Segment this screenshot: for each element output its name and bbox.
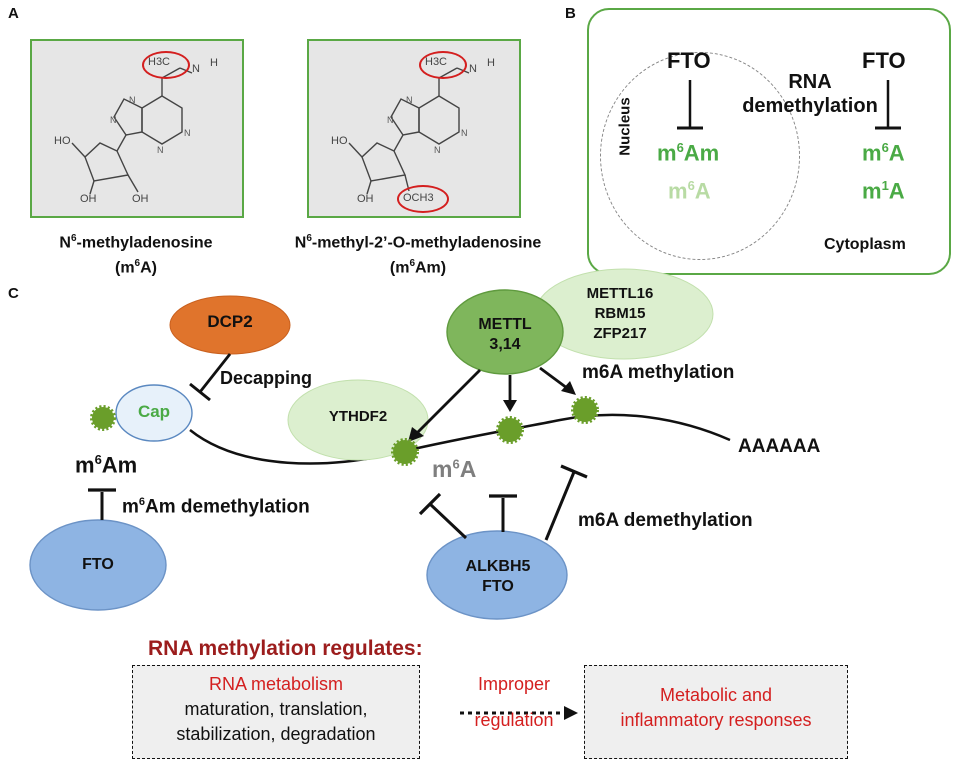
ythdf2-ellipse [287, 379, 429, 461]
amine-h-label: H [487, 57, 495, 69]
m6am-target-nucleus: m6Am [657, 140, 720, 166]
rna-metabolism-line: maturation, translation, [184, 699, 368, 719]
hydroxyl-label: OH [80, 193, 97, 205]
alkbh5-fto-ellipse [426, 530, 568, 620]
m6am-demethylation-label: m6Am demethylation [122, 496, 310, 518]
m6a-target-nucleus: m6A [668, 178, 711, 204]
m6a-mark-label: m6A [432, 456, 477, 482]
svg-text:N: N [157, 145, 164, 155]
summary-heading: RNA methylation regulates: [148, 637, 423, 660]
decapping-label: Decapping [220, 368, 313, 388]
svg-text:N: N [129, 95, 136, 105]
metabolic-responses-line: Metabolic and [659, 685, 773, 705]
hydroxyl-label: HO [54, 135, 71, 147]
metabolic-responses-box: Metabolic and inflammatory responses [584, 665, 848, 759]
metabolic-responses-line: inflammatory responses [620, 710, 812, 730]
m6a-structure-drawing: N N N N [71, 67, 193, 195]
improper-regulation-label: Improper regulation [474, 674, 554, 730]
svg-text:N: N [110, 115, 117, 125]
methyl-highlight-circle [142, 51, 190, 79]
amine-n-label: N [192, 63, 200, 75]
m1a-target-cytoplasm: m1A [862, 178, 905, 204]
fto-cytoplasm-label: FTO [862, 48, 906, 73]
hydroxyl-label: OH [132, 193, 149, 205]
panel-label-c: C [8, 285, 19, 302]
dcp2-label: DCP2 [207, 312, 253, 331]
cytoplasm-label: Cytoplasm [824, 236, 906, 253]
polya-tail-label: AAAAAA [738, 436, 821, 457]
methyl-highlight-circle [419, 51, 467, 79]
m6am-name: N6-methyl-2’-O-methyladenosine (m6Am) [294, 233, 542, 277]
fto-nucleus-label: FTO [667, 48, 711, 73]
svg-text:N: N [461, 128, 468, 138]
panel-label-a: A [8, 5, 19, 22]
m6am-structure-box: N N N N H3C N H HO OH OCH3 [307, 39, 521, 218]
svg-text:N: N [434, 145, 441, 155]
cell-compartment-box [587, 8, 951, 275]
m6a-demethylation-label: m6A demethylation [578, 510, 753, 531]
amine-n-label: N [469, 63, 477, 75]
mettl-ellipse [446, 289, 564, 375]
hydroxyl-label: HO [331, 135, 348, 147]
rna-metabolism-title: RNA metabolism [208, 674, 344, 694]
hydroxyl-label: OH [357, 193, 374, 205]
m6a-structure-box: N N N N H3C N H HO OH OH [30, 39, 244, 218]
nucleus-outline [600, 52, 800, 260]
m6a-name: N6-methyladenosine (m6A) [59, 233, 213, 277]
cap-label: Cap [137, 402, 171, 421]
cap-ellipse [115, 384, 193, 442]
m6a-target-cytoplasm: m6A [862, 140, 905, 166]
m6a-methylation-label: m6A methylation [582, 362, 735, 383]
methoxy-highlight-circle [397, 185, 449, 213]
methyl-mark-dots [90, 396, 599, 466]
rna-metabolism-box: RNA metabolism maturation, translation, … [132, 665, 420, 759]
m6am-mark-label: m6Am [75, 452, 138, 478]
ythdf2-label: YTHDF2 [328, 408, 388, 425]
svg-text:N: N [387, 115, 394, 125]
rna-metabolism-line: stabilization, degradation [176, 724, 376, 744]
svg-text:N: N [184, 128, 191, 138]
mrna-strand [189, 413, 731, 465]
panel-label-b: B [565, 5, 576, 22]
svg-text:N: N [406, 95, 413, 105]
amine-h-label: H [210, 57, 218, 69]
fto-label: FTO [82, 556, 114, 573]
fto-ellipse [29, 519, 167, 611]
